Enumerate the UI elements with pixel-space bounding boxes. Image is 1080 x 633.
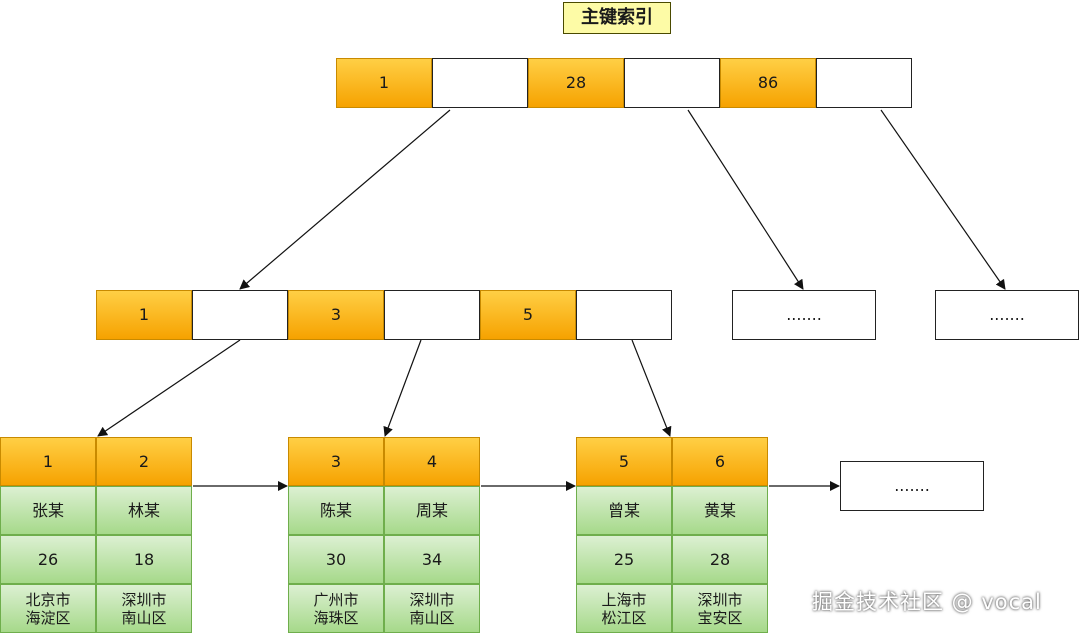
root-key-3: 86 [720, 58, 816, 108]
leaf1-city-2: 深圳市 南山区 [96, 584, 192, 633]
leaf-placeholder: ....... [840, 461, 984, 511]
arrow-level2-to-leaf-3 [631, 339, 672, 437]
leaf1-key-2: 2 [96, 437, 192, 486]
leaf2-age-2: 34 [384, 535, 480, 584]
root-key-1: 1 [336, 58, 432, 108]
leaf3-name-1: 曾某 [576, 486, 672, 535]
root-pointer-3 [816, 58, 912, 108]
leaf1-age-2: 18 [96, 535, 192, 584]
leaf2-city-2: 深圳市 南山区 [384, 584, 480, 633]
leaf2-key-1: 3 [288, 437, 384, 486]
root-pointer-2 [624, 58, 720, 108]
root-pointer-1 [432, 58, 528, 108]
leaf2-key-2: 4 [384, 437, 480, 486]
arrow-level2-to-leaf-2 [383, 339, 422, 437]
leaf3-key-2: 6 [672, 437, 768, 486]
leaf3-key-1: 5 [576, 437, 672, 486]
arrow-root-to-placeholder-2 [880, 109, 1006, 290]
leaf3-city-1: 上海市 松江区 [576, 584, 672, 633]
leaf2-age-1: 30 [288, 535, 384, 584]
leaf1-name-2: 林某 [96, 486, 192, 535]
arrow-level2-to-leaf-1 [97, 339, 241, 437]
leaf3-age-2: 28 [672, 535, 768, 584]
level2-pointer-2 [384, 290, 480, 340]
leaf3-age-1: 25 [576, 535, 672, 584]
leaf2-city-1: 广州市 海珠区 [288, 584, 384, 633]
level2-pointer-1 [192, 290, 288, 340]
level2-pointer-3 [576, 290, 672, 340]
level2-key-3: 5 [480, 290, 576, 340]
diagram-title: 主键索引 [563, 2, 671, 34]
arrow-root-to-level2 [239, 109, 451, 290]
level2-key-1: 1 [96, 290, 192, 340]
leaf1-age-1: 26 [0, 535, 96, 584]
leaf1-city-1: 北京市 海淀区 [0, 584, 96, 633]
leaf2-name-1: 陈某 [288, 486, 384, 535]
leaf3-name-2: 黄某 [672, 486, 768, 535]
root-key-2: 28 [528, 58, 624, 108]
level2-placeholder-2: ....... [935, 290, 1079, 340]
leaf2-name-2: 周某 [384, 486, 480, 535]
level2-key-2: 3 [288, 290, 384, 340]
watermark: 掘金技术社区 @ vocal [812, 590, 1042, 614]
arrow-root-to-placeholder-1 [687, 109, 804, 290]
level2-placeholder-1: ....... [732, 290, 876, 340]
leaf3-city-2: 深圳市 宝安区 [672, 584, 768, 633]
leaf1-key-1: 1 [0, 437, 96, 486]
leaf1-name-1: 张某 [0, 486, 96, 535]
